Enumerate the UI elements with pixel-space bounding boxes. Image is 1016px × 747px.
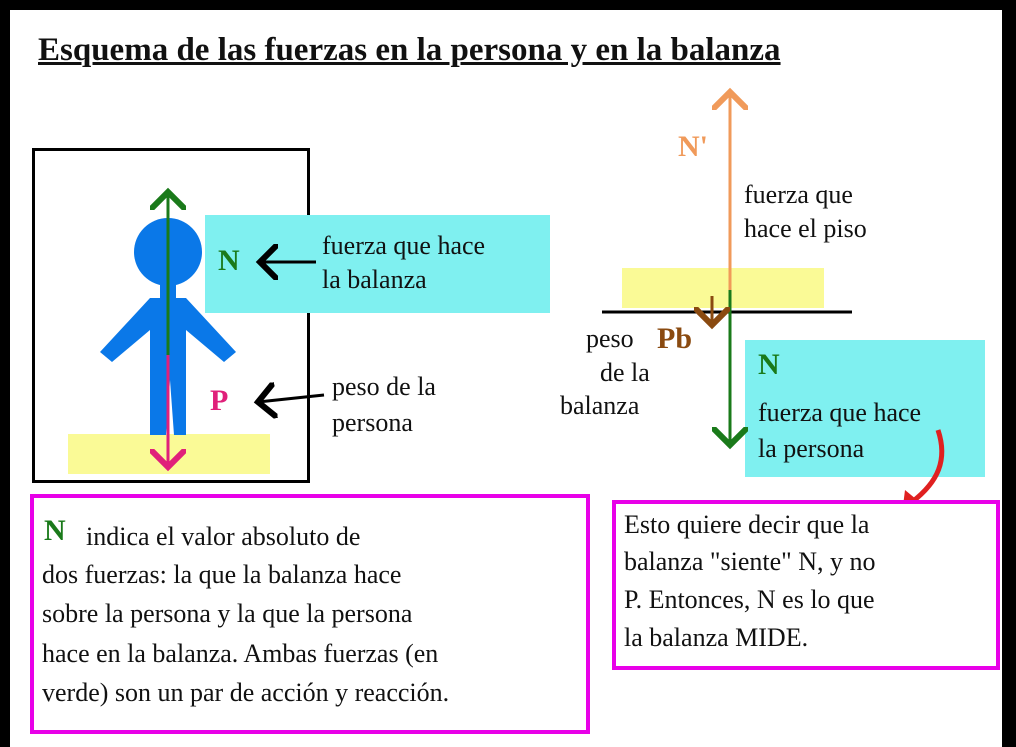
note-right-line4: la balanza MIDE. [624,623,809,652]
n-label-box-right [745,340,985,477]
note-left-n-symbol: N [44,514,66,547]
pb-desc-line2: de la [600,358,650,387]
pointer-p-arrow [258,395,325,402]
label-nprime: N' [678,130,708,163]
nprime-desc-line2: hace el piso [744,214,867,243]
p-desc-line1: peso de la [332,372,436,401]
note-left-line1: indica el valor absoluto de [86,522,361,551]
label-n-right: N [758,348,780,381]
note-left-line5: verde) son un par de acción y reacción. [42,678,450,707]
n-desc-right-line1: fuerza que hace [758,398,922,427]
note-left-line4: hace en la balanza. Ambas fuerzas (en [42,639,439,668]
note-left-line2: dos fuerzas: la que la balanza hace [42,560,402,589]
scale-right [622,268,824,308]
label-n-left: N [218,244,240,277]
red-curved-arrow [910,429,945,504]
note-right-line2: balanza "siente" N, y no [624,547,876,576]
note-box-right [612,500,1000,670]
note-right-line1: Esto quiere decir que la [624,510,870,539]
label-pb: Pb [657,322,693,355]
pb-desc-line1: peso [586,324,634,353]
n-desc-left-line1: fuerza que hace [322,231,486,260]
n-desc-right-line2: la persona [758,434,865,463]
p-desc-line2: persona [332,408,413,437]
diagram-title: Esquema de las fuerzas en la persona y e… [38,32,781,68]
note-left-line3: sobre la persona y la que la persona [42,599,413,628]
person-panel [32,148,310,483]
note-box-left [30,494,590,734]
pb-desc-line3: balanza [560,391,640,420]
n-desc-left-line2: la balanza [322,265,427,294]
label-p: P [210,384,229,417]
nprime-desc-line1: fuerza que [744,180,853,209]
note-right-line3: P. Entonces, N es lo que [624,585,875,614]
